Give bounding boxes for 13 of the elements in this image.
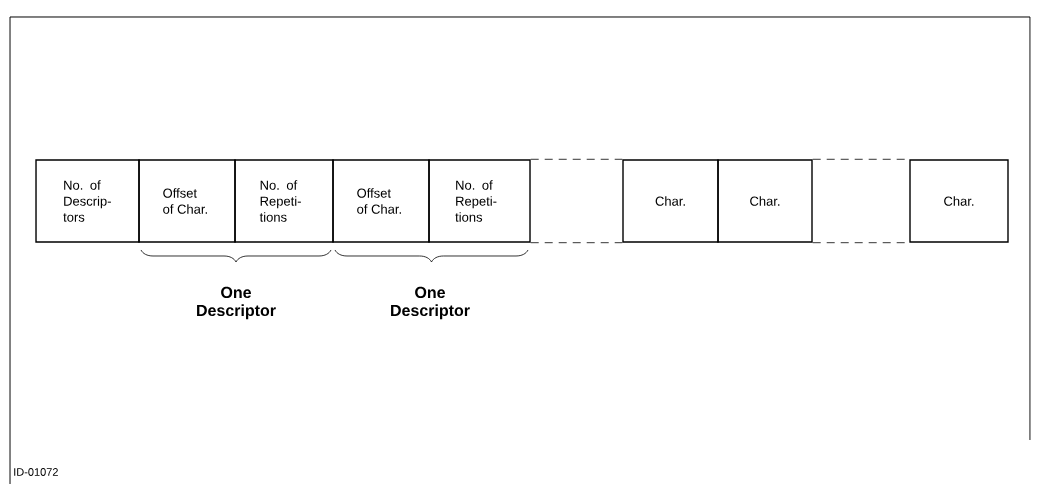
record-cell: Offset of Char.: [332, 159, 430, 243]
record-cell: No. of Repeti- tions: [234, 159, 334, 243]
dashed-line: [530, 242, 623, 244]
record-cell: Offset of Char.: [138, 159, 236, 243]
brace-label: One Descriptor: [391, 286, 470, 320]
brace-label: One Descriptor: [197, 286, 276, 320]
record-cell: Char.: [622, 159, 719, 243]
dashed-line: [530, 158, 623, 160]
figure-id: ID-01072: [14, 468, 58, 476]
record-cell: Char.: [717, 159, 813, 243]
record-cell: No. of Descrip- tors: [35, 159, 140, 243]
record-cell: No. of Repeti- tions: [428, 159, 531, 243]
record-cell: Char.: [909, 159, 1009, 243]
